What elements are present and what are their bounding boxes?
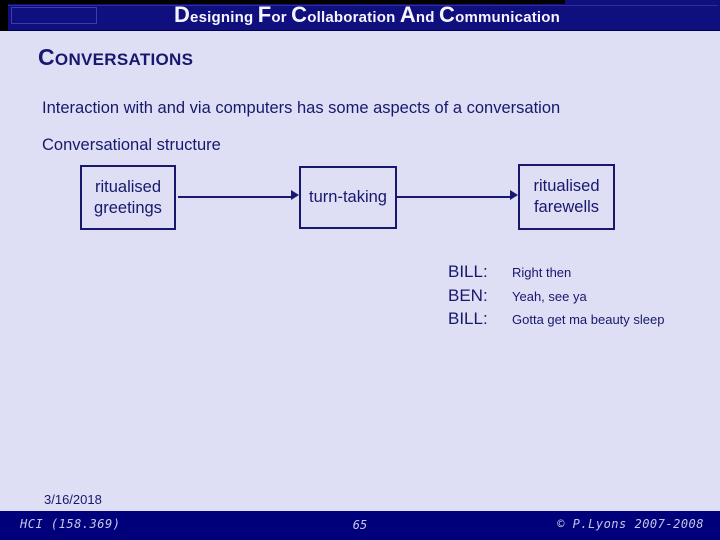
arrow-greetings-to-turntaking bbox=[178, 196, 292, 198]
dialog-transcript: BILL: Right then BEN: Yeah, see ya BILL:… bbox=[448, 262, 664, 333]
titlebar-bevel-rect bbox=[11, 7, 97, 24]
course-code: HCI (158.369) bbox=[20, 517, 121, 531]
arrowhead-icon bbox=[510, 190, 518, 200]
dialog-line: BILL: Right then bbox=[448, 262, 664, 286]
dialog-quote: Yeah, see ya bbox=[512, 288, 587, 304]
dialog-speaker: BILL: bbox=[448, 262, 488, 281]
arrowhead-icon bbox=[291, 190, 299, 200]
arrow-turntaking-to-farewells bbox=[397, 196, 510, 198]
dialog-line: BILL: Gotta get ma beauty sleep bbox=[448, 309, 664, 333]
date-stamp: 3/16/2018 bbox=[44, 492, 102, 507]
flow-box-turn-taking: turn-taking bbox=[299, 166, 397, 229]
dialog-line: BEN: Yeah, see ya bbox=[448, 286, 664, 310]
copyright-notice: © P.Lyons 2007-2008 bbox=[557, 517, 704, 531]
dialog-quote: Right then bbox=[512, 265, 572, 280]
flow-box-ritualised-greetings: ritualised greetings bbox=[80, 165, 176, 230]
slide-heading: CONVERSATIONS bbox=[38, 44, 194, 70]
body-text-line-1: Interaction with and via computers has s… bbox=[42, 99, 561, 117]
top-border-strip bbox=[0, 0, 565, 4]
body-text-line-2: Conversational structure bbox=[42, 136, 221, 154]
titlebar-highlight-line bbox=[8, 5, 718, 6]
page-number: 65 bbox=[352, 518, 368, 532]
dialog-speaker: BILL: bbox=[448, 309, 488, 328]
slide-title: Designing For Collaboration And Communic… bbox=[173, 2, 561, 27]
flow-box-ritualised-farewells: ritualised farewells bbox=[518, 164, 615, 230]
dialog-quote: Gotta get ma beauty sleep bbox=[512, 312, 665, 327]
dialog-speaker: BEN: bbox=[448, 285, 488, 305]
left-border-strip bbox=[0, 0, 8, 31]
footer-bar: HCI (158.369) 65 © P.Lyons 2007-2008 bbox=[0, 511, 720, 540]
slide-title-bar: Designing For Collaboration And Communic… bbox=[0, 0, 720, 31]
